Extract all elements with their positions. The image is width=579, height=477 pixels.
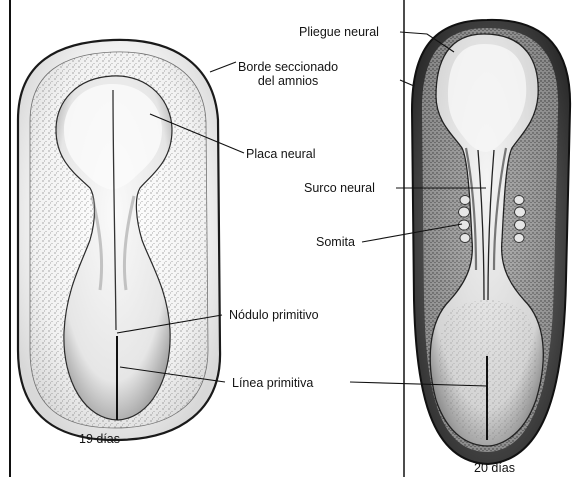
label-borde-line1: Borde seccionado <box>238 60 338 74</box>
label-borde-line2: del amnios <box>238 74 338 88</box>
label-somita: Somita <box>316 235 355 249</box>
embryo-19-days <box>18 40 220 440</box>
embryo-20-days <box>412 20 570 464</box>
label-linea-primitiva: Línea primitiva <box>232 376 313 390</box>
caption-19-dias: 19 días <box>79 432 120 446</box>
label-pliegue-neural: Pliegue neural <box>299 25 379 39</box>
label-borde-seccionado-amnios: Borde seccionado del amnios <box>238 60 338 88</box>
label-nodulo-primitivo: Nódulo primitivo <box>229 308 319 322</box>
label-surco-neural: Surco neural <box>304 181 375 195</box>
caption-20-dias: 20 días <box>474 461 515 475</box>
label-placa-neural: Placa neural <box>246 147 316 161</box>
